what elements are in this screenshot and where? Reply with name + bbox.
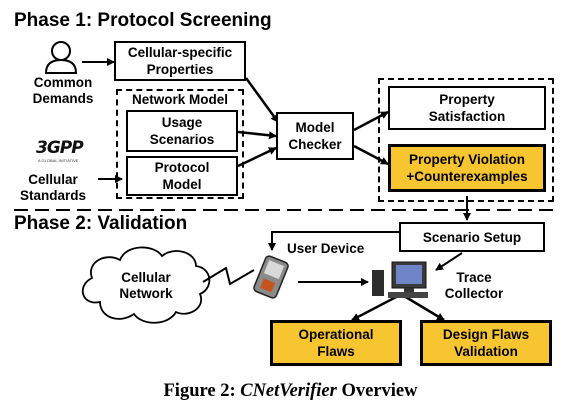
- arrow-collector-to-design: [403, 294, 445, 322]
- results-group: [378, 78, 554, 202]
- cellular-standards-label: Cellular Standards: [19, 172, 87, 203]
- wireless-link-icon: [202, 266, 255, 286]
- model-checker-box: Model Checker: [276, 112, 354, 160]
- phone-icon: [253, 255, 289, 299]
- common-demands-label: Common Demands: [32, 75, 94, 106]
- arrow-setup-to-device: [268, 231, 399, 251]
- cellular-specific-properties-box: Cellular-specific Properties: [114, 41, 246, 81]
- property-violation-box: Property Violation +Counterexamples: [388, 144, 546, 192]
- arrow-usage-to-checker: [237, 130, 277, 140]
- trace-collector-label: Trace Collector: [444, 270, 504, 301]
- caption-suffix: Overview: [336, 381, 418, 401]
- 3gpp-logo: 3GPP A GLOBAL INITIATIVE: [36, 138, 96, 168]
- 3gpp-logo-tagline: A GLOBAL INITIATIVE: [38, 158, 79, 163]
- arrow-checker-to-violation: [353, 144, 389, 166]
- network-model-label: Network Model: [131, 92, 228, 107]
- figure-caption: Figure 2: CNetVerifier Overview: [0, 381, 581, 402]
- network-model-group: [116, 89, 244, 199]
- arrow-protocol-to-checker: [237, 146, 277, 168]
- arrow-checker-to-satisfaction: [353, 110, 389, 132]
- 3gpp-logo-text: 3GPP: [36, 138, 84, 158]
- phase1-title: Phase 1: Protocol Screening: [14, 10, 272, 31]
- design-flaws-validation-box: Design Flaws Validation: [420, 320, 552, 366]
- scenario-setup-box: Scenario Setup: [399, 222, 545, 252]
- arrow-properties-to-checker: [244, 77, 280, 123]
- phase2-title: Phase 2: Validation: [14, 213, 188, 234]
- usage-scenarios-box: Usage Scenarios: [126, 110, 238, 152]
- computer-icon: [372, 261, 428, 298]
- user-device-label: User Device: [287, 241, 365, 256]
- user-icon: [44, 41, 78, 74]
- protocol-model-box: Protocol Model: [126, 156, 238, 196]
- operational-flaws-box: Operational Flaws: [270, 320, 402, 366]
- caption-prefix: Figure 2:: [163, 381, 241, 401]
- cellular-network-cloud: [81, 246, 211, 324]
- arrow-setup-to-collector: [435, 252, 463, 271]
- caption-italic: CNetVerifier: [240, 381, 337, 401]
- arrow-collector-to-operational: [351, 294, 399, 322]
- property-satisfaction-box: Property Satisfaction: [388, 86, 546, 130]
- cellular-network-label: Cellular Network: [119, 270, 173, 301]
